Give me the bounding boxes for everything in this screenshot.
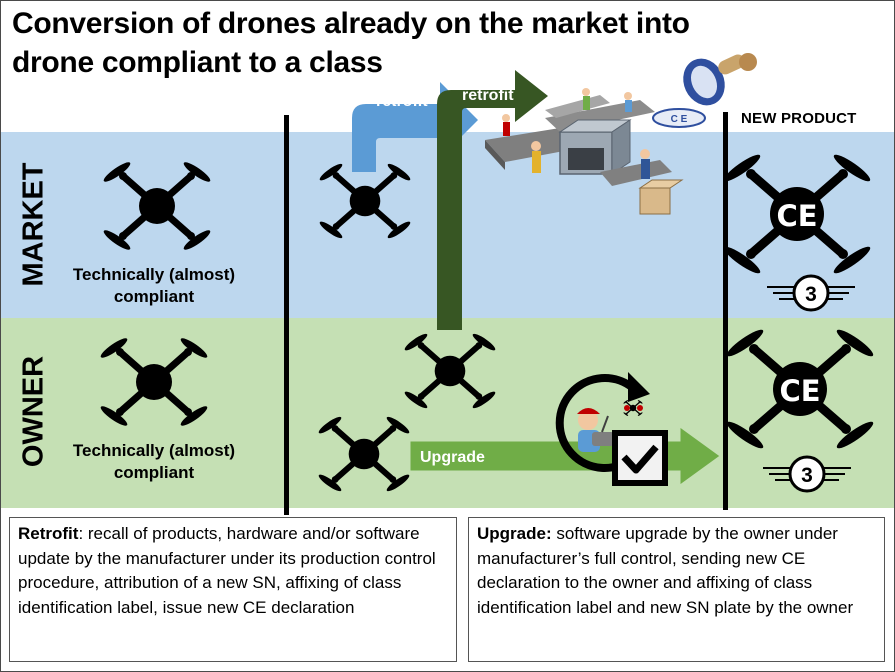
retrofit-arrow-green: retrofit [437, 70, 548, 330]
drone-icon [317, 415, 411, 494]
compliant-market-line2: compliant [113, 287, 195, 306]
divider-right [723, 112, 728, 510]
retrofit-blue-label: retrofit [376, 93, 428, 110]
upgrade-description: software upgrade by the owner under manu… [477, 524, 854, 617]
compliant-caption-market: Technically (almost) compliant [54, 264, 254, 308]
upgrade-description-box: Upgrade: software upgrade by the owner u… [468, 517, 885, 662]
compliant-owner-line2: compliant [113, 463, 195, 482]
new-product-drone-owner: CE 3 [724, 326, 876, 493]
drone-icon [99, 336, 210, 429]
retrofit-green-label: retrofit [462, 87, 514, 104]
class-3-label-icon: 3 [763, 455, 851, 493]
checkbox-icon [612, 430, 668, 486]
compliant-owner-line1: Technically (almost) [72, 441, 236, 460]
compliant-caption-owner: Technically (almost) compliant [54, 440, 254, 484]
factory-line-icon [485, 88, 684, 215]
upgrade-label: Upgrade [420, 449, 485, 466]
retrofit-description: : recall of products, hardware and/or so… [18, 524, 436, 617]
operator-icon [577, 399, 644, 452]
refresh-icon [555, 372, 650, 472]
class-3-owner-text: 3 [801, 464, 813, 487]
compliant-market-line1: Technically (almost) [72, 265, 236, 284]
stamp-text: C E [671, 114, 688, 125]
drone-icon [318, 162, 412, 241]
new-product-label: NEW PRODUCT [741, 110, 857, 127]
ce-mark-icon: CE [779, 374, 820, 408]
class-3-label-icon: 3 [767, 274, 855, 312]
stamp-icon: C E [652, 53, 757, 128]
class-3-market-text: 3 [805, 283, 817, 306]
owner-band [1, 318, 894, 508]
title-line-2: drone compliant to a class [12, 46, 383, 79]
drone-icon [102, 160, 213, 253]
drone-icon [403, 332, 497, 411]
title-line-1: Conversion of drones already on the mark… [12, 7, 690, 40]
ce-mark-icon: CE [776, 199, 817, 233]
divider-left [284, 115, 289, 515]
upgrade-term: Upgrade: [477, 524, 552, 543]
retrofit-term: Retrofit [18, 524, 79, 543]
new-product-drone-market: CE 3 [721, 151, 873, 312]
retrofit-description-box: Retrofit: recall of products, hardware a… [9, 517, 457, 662]
